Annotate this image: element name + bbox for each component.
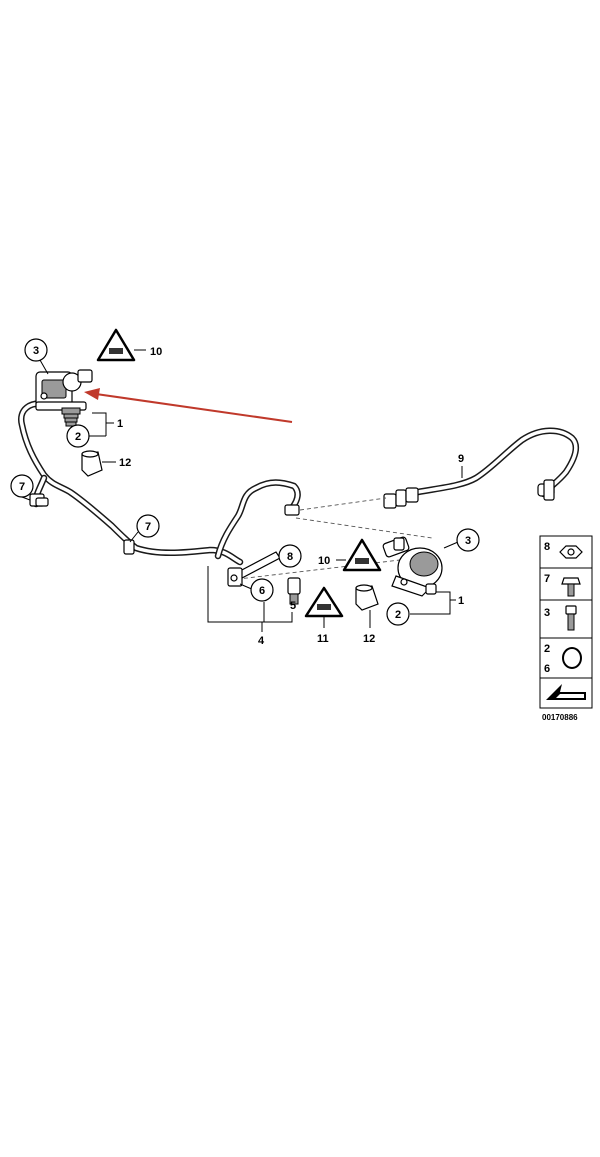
pump-sleeve-right — [355, 584, 379, 628]
bracket-1-right — [410, 591, 456, 615]
svg-text:2: 2 — [395, 609, 401, 621]
assembly-dash-a — [295, 517, 433, 539]
warning-triangle-10-icon — [336, 538, 382, 572]
pump-sleeve-top — [81, 450, 103, 477]
svg-text:9: 9 — [458, 453, 464, 465]
callout-12-mid: 12 — [363, 633, 375, 645]
svg-text:8: 8 — [287, 551, 293, 563]
svg-text:3: 3 — [544, 607, 550, 619]
svg-text:2: 2 — [75, 431, 81, 443]
callout-3-right: 3 — [443, 528, 480, 552]
bracket-1-top — [92, 412, 114, 436]
line-fitting-long-right — [537, 479, 555, 501]
red-pointer-arrow — [84, 388, 293, 423]
callout-9: 9 — [458, 453, 464, 478]
svg-text:2: 2 — [544, 643, 550, 655]
callout-8: 8 — [278, 544, 302, 568]
svg-text:7: 7 — [544, 573, 550, 585]
callout-12-top: 12 — [119, 457, 131, 469]
callout-6: 6 — [239, 578, 274, 602]
legend-item-3: 3 — [544, 605, 577, 631]
svg-text:6: 6 — [259, 585, 265, 597]
svg-text:7: 7 — [145, 521, 151, 533]
callout-10-top: 10 — [150, 346, 162, 358]
callout-5: 5 — [290, 600, 296, 612]
callout-1-right: 1 — [458, 595, 464, 607]
legend-item-6: 6 — [544, 663, 550, 675]
bracket-4 — [207, 566, 293, 632]
legend-panel — [539, 535, 593, 709]
svg-text:7: 7 — [19, 481, 25, 493]
line-clamp-mid — [123, 539, 135, 555]
sensor-5 — [287, 577, 301, 605]
sensor-bracket — [227, 567, 243, 587]
callout-10-mid: 10 — [318, 555, 330, 567]
callout-3-top: 3 — [24, 338, 49, 375]
warning-triangle-11-icon — [304, 586, 344, 628]
legend-item-8: 8 — [544, 541, 583, 559]
svg-text:8: 8 — [544, 541, 550, 553]
legend-item-7: 7 — [544, 573, 581, 597]
svg-text:3: 3 — [465, 535, 471, 547]
callout-11: 11 — [317, 633, 329, 645]
fuel-line-left — [18, 400, 244, 566]
svg-text:3: 3 — [33, 345, 39, 357]
bolt-8 — [237, 551, 281, 579]
diagram-id: 00170886 — [542, 713, 578, 722]
line-fitting-middle-end — [284, 504, 300, 516]
callout-7-mid: 7 — [129, 514, 160, 543]
line-fitting-long-left — [383, 487, 419, 509]
fuel-line-middle — [214, 479, 301, 560]
callout-7-left: 7 — [10, 474, 34, 501]
assembly-dash-b — [299, 497, 387, 511]
legend-arrow-icon — [546, 684, 586, 700]
fuel-line-long — [414, 427, 579, 498]
callout-2-right: 2 — [386, 602, 410, 626]
high-pressure-pump-top — [35, 369, 93, 427]
legend-item-2: 2 — [544, 643, 582, 669]
callout-2-top: 2 — [66, 424, 106, 448]
warning-triangle-icon — [96, 328, 146, 362]
callout-1-top: 1 — [117, 418, 123, 430]
high-pressure-pump-right — [382, 536, 443, 597]
line-fitting-left — [29, 493, 49, 507]
callout-4: 4 — [258, 635, 265, 647]
